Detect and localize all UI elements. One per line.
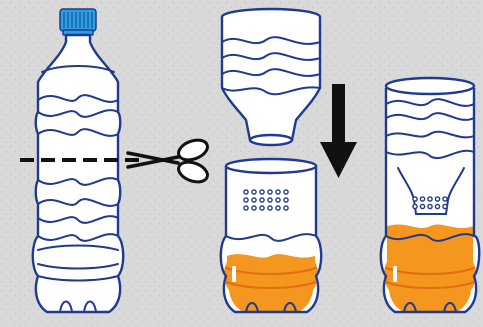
bottle-cap-icon — [60, 9, 96, 31]
hole — [284, 190, 288, 194]
hole — [420, 204, 424, 208]
hole — [252, 198, 256, 202]
hole — [268, 190, 272, 194]
hole — [276, 206, 280, 210]
hole — [413, 204, 417, 208]
hole — [284, 206, 288, 210]
hole — [276, 198, 280, 202]
hole — [435, 197, 439, 201]
hole — [435, 204, 439, 208]
hole — [428, 197, 432, 201]
hole — [244, 198, 248, 202]
hole — [244, 190, 248, 194]
hole — [268, 206, 272, 210]
hole — [268, 198, 272, 202]
bottle-bottom-with-holes — [221, 159, 322, 312]
hole — [428, 204, 432, 208]
hole — [244, 206, 248, 210]
hole — [413, 197, 417, 201]
hole — [252, 206, 256, 210]
assembled-bottle — [381, 78, 480, 312]
hole — [260, 198, 264, 202]
hole — [284, 198, 288, 202]
hole — [260, 206, 264, 210]
liquid — [224, 254, 318, 311]
hole — [443, 204, 447, 208]
hole — [420, 197, 424, 201]
hole — [276, 190, 280, 194]
hole — [252, 190, 256, 194]
bottle-body — [33, 35, 124, 312]
hole — [443, 197, 447, 201]
hole — [260, 190, 264, 194]
